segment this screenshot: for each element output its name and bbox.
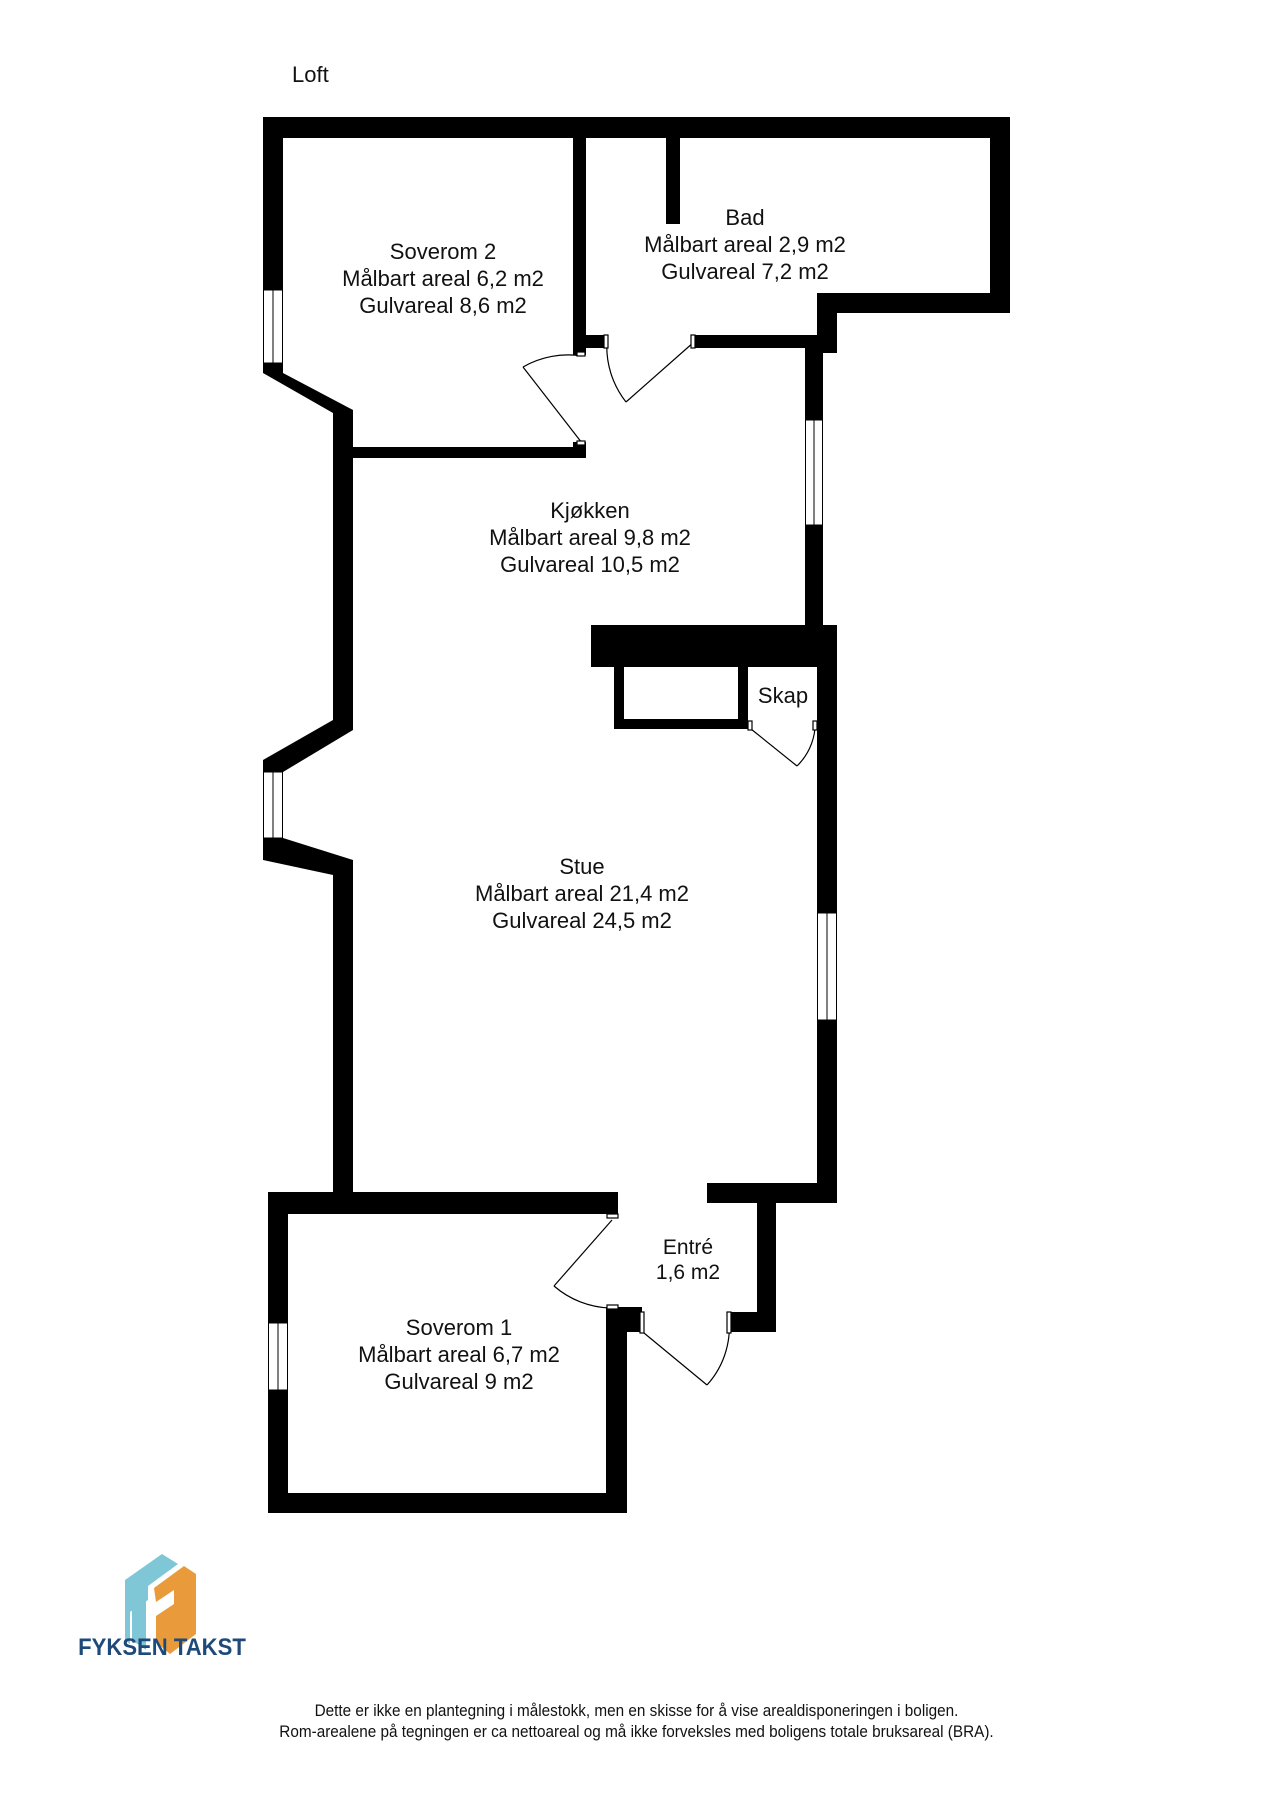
disclaimer-line-2: Rom-arealene på tegningen er ca nettoare… — [279, 1722, 994, 1741]
room-measurable-area: Målbart areal 21,4 m2 — [475, 881, 689, 906]
room-measurable-area: Målbart areal 6,7 m2 — [358, 1342, 560, 1367]
room-label-entre: Entré 1,6 m2 — [656, 1235, 720, 1285]
room-name: Soverom 2 — [389, 239, 497, 264]
fyksen-takst-logo-icon — [125, 1554, 196, 1654]
windows — [263, 289, 837, 1391]
walls — [263, 117, 1010, 1513]
room-label-bad: Bad Målbart areal 2,9 m2 Gulvareal 7,2 m… — [644, 204, 846, 285]
room-name: Entré — [662, 1236, 714, 1259]
room-name: Bad — [725, 205, 765, 230]
room-floor-area: Gulvareal 24,5 m2 — [492, 908, 672, 933]
room-floor-area: Gulvareal 10,5 m2 — [500, 552, 680, 577]
room-name: Kjøkken — [550, 498, 630, 523]
room-label-skap: Skap — [758, 682, 808, 709]
room-name: Stue — [559, 854, 605, 879]
room-label-stue: Stue Målbart areal 21,4 m2 Gulvareal 24,… — [475, 853, 689, 934]
room-floor-area: Gulvareal 8,6 m2 — [359, 293, 527, 318]
disclaimer-line-1: Dette er ikke en plantegning i målestokk… — [314, 1701, 959, 1720]
room-measurable-area: Målbart areal 9,8 m2 — [489, 525, 691, 550]
room-name: Skap — [757, 683, 809, 708]
room-label-soverom-2: Soverom 2 Målbart areal 6,2 m2 Gulvareal… — [342, 238, 544, 319]
room-name: Soverom 1 — [405, 1315, 513, 1340]
brand-name: FYKSEN TAKST — [78, 1634, 246, 1661]
room-floor-area: Gulvareal 7,2 m2 — [661, 259, 829, 284]
room-area: 1,6 m2 — [655, 1261, 721, 1284]
room-label-soverom-1: Soverom 1 Målbart areal 6,7 m2 Gulvareal… — [358, 1314, 560, 1395]
room-label-kjokken: Kjøkken Målbart areal 9,8 m2 Gulvareal 1… — [489, 497, 691, 578]
room-measurable-area: Målbart areal 2,9 m2 — [644, 232, 846, 257]
floor-name-label: Loft — [292, 62, 329, 87]
disclaimer: Dette er ikke en plantegning i målestokk… — [0, 1700, 1273, 1742]
doors — [522, 334, 818, 1386]
room-floor-area: Gulvareal 9 m2 — [384, 1369, 534, 1394]
room-measurable-area: Målbart areal 6,2 m2 — [342, 266, 544, 291]
